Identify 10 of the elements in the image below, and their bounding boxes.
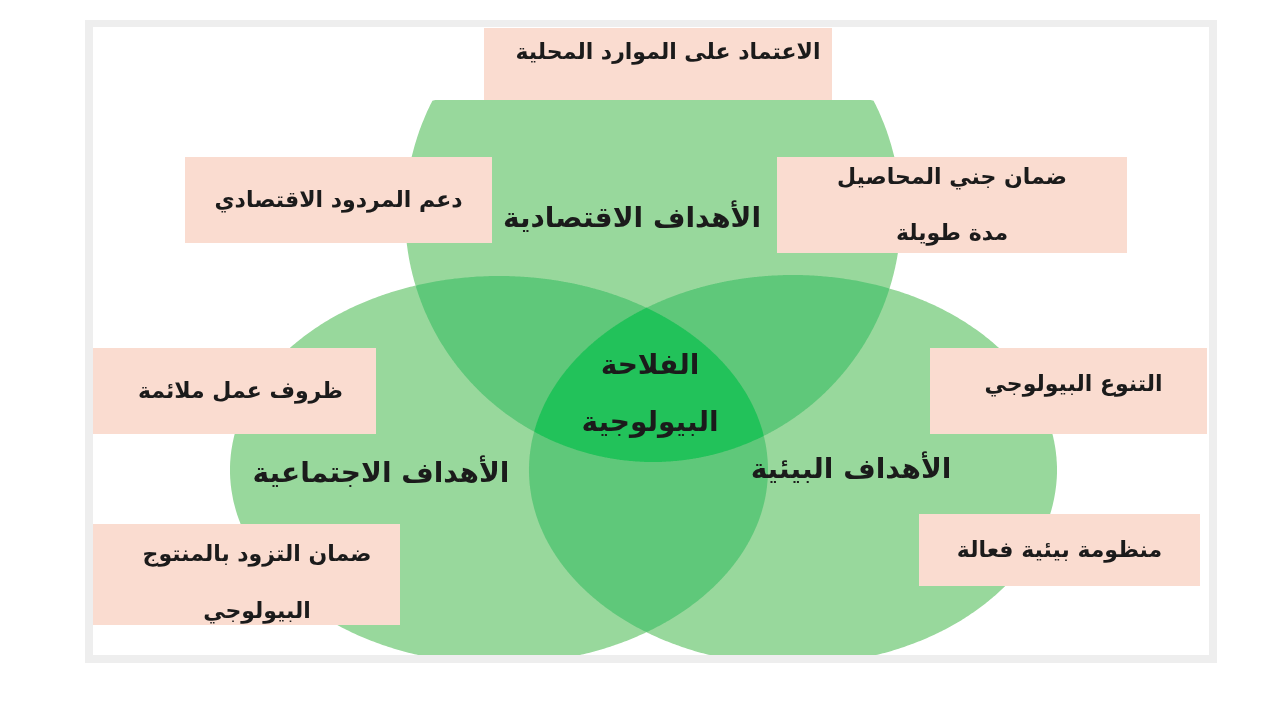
text-box: التنوع البيولوجي (930, 348, 1207, 434)
circle-label: الأهداف الاقتصادية (502, 200, 762, 234)
text-box: دعم المردود الاقتصادي (185, 157, 492, 243)
text-box: الاعتماد على الموارد المحلية (484, 28, 832, 100)
text-box: ظروف عمل ملائمة (93, 348, 376, 434)
text-box: منظومة بيئية فعالة (919, 514, 1200, 586)
circle-label: الأهداف الاجتماعية (252, 455, 510, 489)
text-box: ضمان التزود بالمنتوج البيولوجي (93, 524, 400, 625)
circle-label: الأهداف البيئية (750, 451, 952, 485)
text-box: ضمان جني المحاصيل مدة طويلة (777, 157, 1127, 253)
